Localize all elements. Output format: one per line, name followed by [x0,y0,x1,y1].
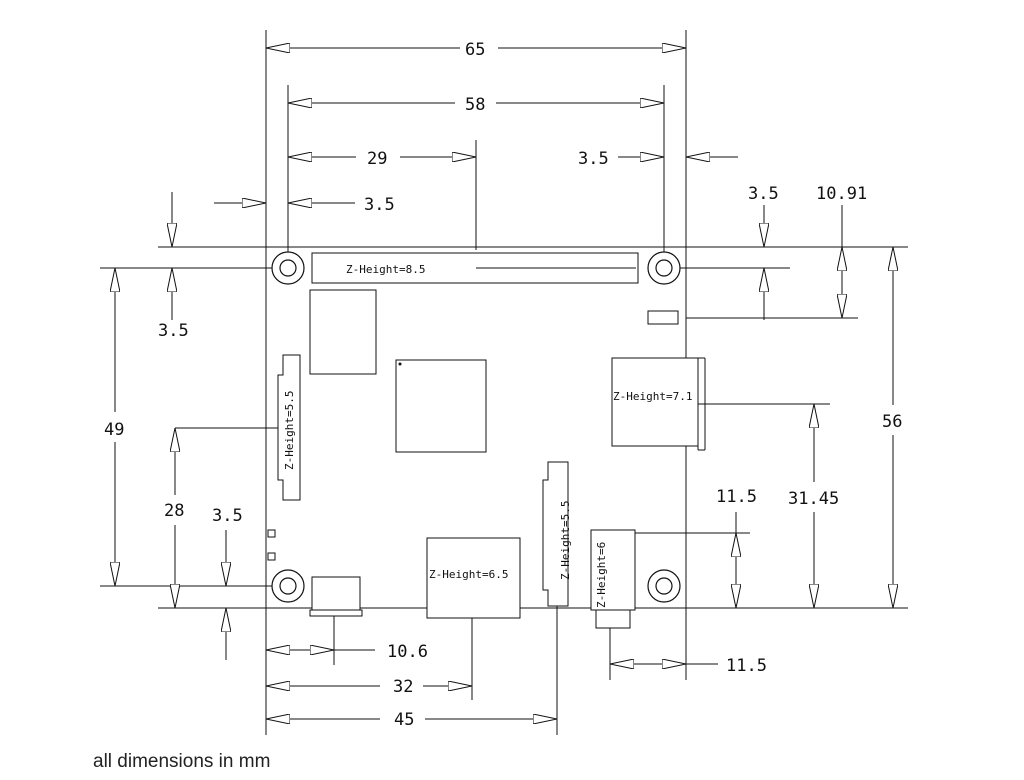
vertical-dimensions [115,192,893,660]
hdmi-label: Z-Height=6.5 [429,568,508,581]
ram-chip [309,289,377,375]
status-led-1 [267,529,276,538]
mount-hole-bottom-left-inner [279,577,297,595]
mount-hole-bottom-right-inner [655,577,673,595]
gpio-label: Z-Height=8.5 [346,263,425,276]
display-connector [277,354,301,501]
dim-hole-offset-top-left: 3.5 [158,321,189,341]
power-connector [311,576,361,614]
dim-camera-y: 28 [164,501,184,521]
display-connector-label: Z-Height=5.5 [283,391,296,470]
usb-connector [611,357,699,447]
dim-hdmi-x: 32 [393,677,413,697]
units-caption: all dimensions in mm [93,751,271,772]
dim-connector-x: 29 [367,149,387,169]
dim-top-to-usb: 10.91 [816,184,867,204]
component-labels: Z-Height=8.5 Z-Height=7.1 Z-Height=6.5 Z… [283,263,692,608]
led-component [647,310,679,325]
board [267,251,706,629]
camera-connector-label: Z-Height=5.5 [559,501,572,580]
dim-hole-offset-top: 3.5 [748,184,779,204]
dim-hole-offset-right: 3.5 [578,149,609,169]
dim-board-width: 65 [465,40,485,60]
dim-audio-x: 11.5 [726,656,767,676]
dimension-values: 65 58 29 3.5 3.5 3.5 10.91 3.5 49 56 28 … [104,40,902,730]
hdmi-connector [426,537,521,619]
dim-hole-offset-left: 3.5 [364,195,395,215]
mechanical-drawing: Z-Height=8.5 Z-Height=7.1 Z-Height=6.5 Z… [100,30,908,735]
horizontal-dimensions [214,48,738,719]
camera-connector [542,461,569,607]
dim-display-x: 45 [394,710,414,730]
audio-jack [590,529,636,611]
dim-hole-offset-bottom: 3.5 [212,506,243,526]
dim-hole-span-y: 49 [104,420,124,440]
dim-hdmi-y: 11.5 [716,487,757,507]
extension-lines [100,30,908,735]
mount-hole-top-right-inner [655,259,673,277]
dim-usb-y: 31.45 [788,489,839,509]
soc-chip [395,359,487,453]
dim-hole-span-x: 58 [465,95,485,115]
dim-board-height: 56 [882,412,902,432]
power-connector-lip [309,609,363,617]
audio-jack-label: Z-Height=6 [595,542,608,608]
usb-label: Z-Height=7.1 [613,390,692,403]
audio-jack-barrel [595,609,631,629]
dim-power-x: 10.6 [387,642,428,662]
status-led-2 [267,552,276,561]
mount-hole-top-left-inner [279,259,297,277]
